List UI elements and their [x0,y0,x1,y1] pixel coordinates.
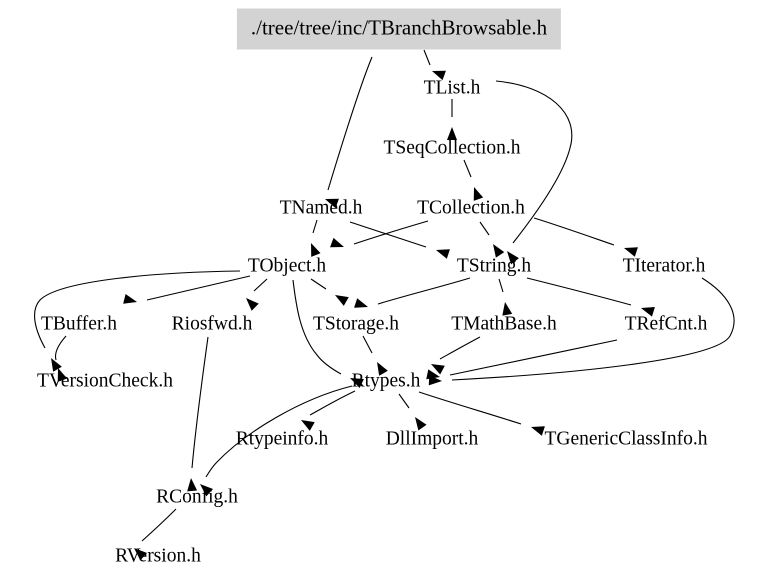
arrowhead-tobject-to-tstorage [335,295,349,306]
graph-node-tobject[interactable]: TObject.h [247,255,327,277]
graph-node-tgeneric[interactable]: TGenericClassInfo.h [544,428,708,450]
edge-rtypes-to-tgeneric [418,391,522,425]
arrowhead-rtypes-to-rtypeinfo [301,420,315,431]
arrowhead-tcollection-to-tstring [493,244,505,258]
graph-node-titerator[interactable]: TIterator.h [622,255,706,277]
graph-node-tmathbase[interactable]: TMathBase.h [451,313,557,335]
graph-node-tstring[interactable]: TString.h [456,255,532,277]
edge-tcollection-to-titerator [533,217,615,246]
graph-node-root[interactable]: ./tree/tree/inc/TBranchBrowsable.h [236,8,562,50]
arrowhead-tmathbase-to-rtypes [431,364,445,375]
graph-node-dllimport[interactable]: DllImport.h [385,428,479,450]
arrowhead-root-to-tlist [432,70,446,81]
graph-node-tlist[interactable]: TList.h [423,77,481,99]
graph-node-tversion[interactable]: TVersionCheck.h [37,370,173,392]
edge-tnamed-to-tstring [349,221,427,248]
graph-node-tseqcoll[interactable]: TSeqCollection.h [383,137,521,159]
arrowhead-tobject-to-tversion [51,358,62,372]
edge-root-to-tlist [423,49,431,66]
arrowhead-riosfwd-to-rconfig [187,478,198,492]
edge-tobject-to-riosfwd [253,278,268,292]
edge-tstring-to-tmathbase [498,278,504,293]
edge-tseqcoll-to-tcollection [463,159,472,178]
edge-tcollection-to-tstring [479,221,490,236]
arrowhead-tbuffer-to-tversion [57,368,68,382]
graph-node-rversion[interactable]: RVersion.h [115,545,201,567]
arrowhead-tcollection-to-tobject [330,237,344,248]
graph-node-rtypeinfo[interactable]: Rtypeinfo.h [235,428,329,450]
edge-riosfwd-to-rconfig [191,336,209,469]
arrowhead-titerator-to-rtypes [428,375,442,386]
arrowhead-tlist-to-tstring [507,251,519,265]
arrowhead-tstring-to-tstorage [354,298,368,308]
edge-tobject-to-tversion [34,270,241,349]
edge-root-to-tnamed [327,56,373,191]
edge-tobject-to-tstorage [310,278,327,290]
arrowhead-tstring-to-trefcnt [641,307,655,317]
edge-tlist-to-tstring [495,80,573,244]
arrowhead-rtypes-to-dllimport [415,417,427,431]
edge-tstorage-to-rtypes [362,335,373,354]
arrowhead-root-to-tnamed [325,198,339,209]
graph-node-tnamed[interactable]: TNamed.h [279,197,363,219]
arrowhead-tobject-to-tbuffer [123,294,137,304]
edge-tstring-to-tstorage [377,277,471,305]
arrowhead-tobject-to-rtypes [350,378,364,389]
arrowhead-tstorage-to-rtypes [377,362,388,376]
edge-rtypes-to-rtypeinfo [309,390,356,416]
arrowhead-rtypes-to-rconfig [200,484,214,497]
graph-node-tbuffer[interactable]: TBuffer.h [40,313,118,335]
arrowhead-tlist-to-tseqcoll [447,127,457,140]
arrowhead-tcollection-to-titerator [624,247,638,257]
edge-tobject-to-rtypes [292,279,342,375]
arrowhead-rtypes-to-tgeneric [531,426,545,436]
edge-rconfig-to-rversion [141,508,177,542]
edge-tcollection-to-tobject [353,220,429,245]
edge-trefcnt-to-rtypes [449,339,618,376]
graph-node-tcollection[interactable]: TCollection.h [417,197,525,219]
graph-node-riosfwd[interactable]: Riosfwd.h [171,313,253,335]
edge-titerator-to-rtypes [451,277,735,381]
graph-node-trefcnt[interactable]: TRefCnt.h [624,313,708,335]
arrowhead-tnamed-to-tstring [436,249,450,259]
graph-node-rconfig[interactable]: RConfig.h [156,486,238,508]
arrowhead-tstring-to-tmathbase [502,302,513,316]
edge-tnamed-to-tobject [312,219,318,234]
edge-rtypes-to-dllimport [398,393,410,409]
arrowhead-tnamed-to-tobject [311,243,321,257]
edge-tmathbase-to-rtypes [439,336,481,360]
arrowhead-rconfig-to-rversion [134,548,148,561]
edge-tbuffer-to-tversion [54,335,67,361]
arrowhead-tobject-to-riosfwd [246,298,259,311]
graph-node-tstorage[interactable]: TStorage.h [312,313,400,335]
graph-node-rtypes[interactable]: Rtypes.h [351,370,421,392]
arrowhead-tseqcoll-to-tcollection [473,187,484,201]
edge-tstring-to-trefcnt [526,277,632,306]
edge-rtypes-to-rconfig [205,385,353,478]
edge-tobject-to-tbuffer [146,275,251,301]
